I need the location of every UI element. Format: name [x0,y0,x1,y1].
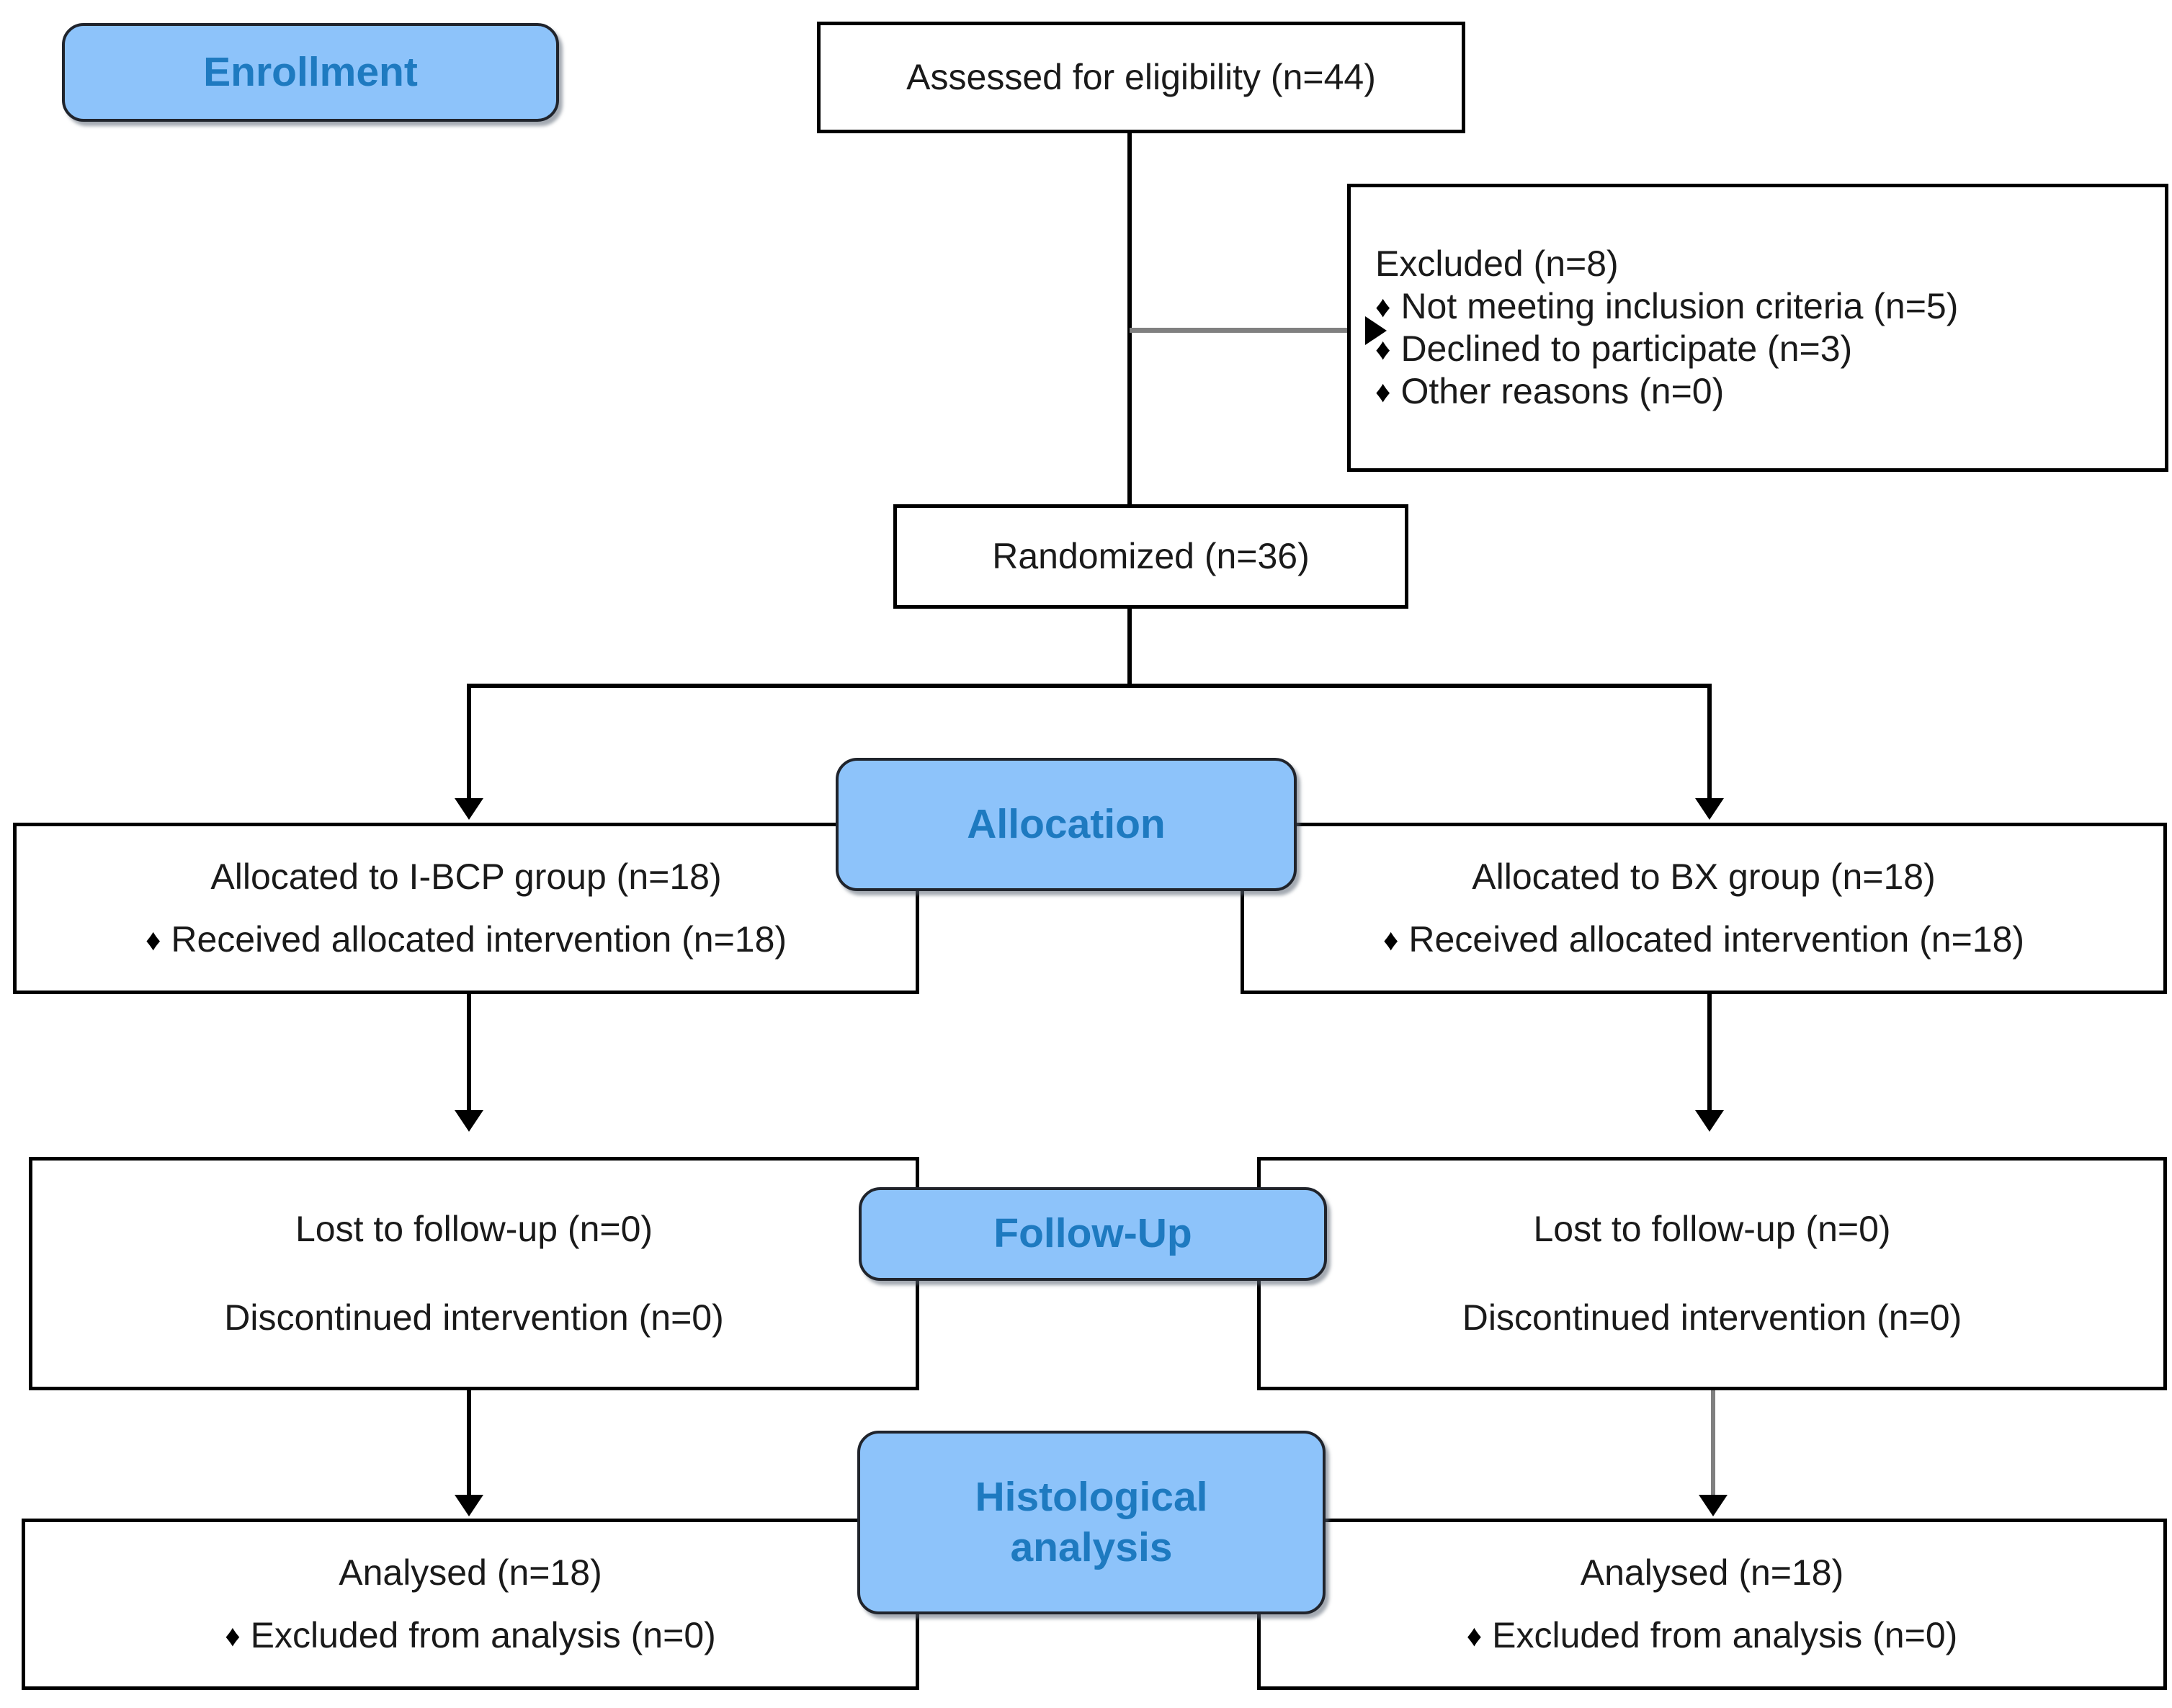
diamond-bullet-icon: ♦ [1375,290,1391,323]
stage-label: Histological analysis [975,1473,1208,1570]
box-allocated-bx: Allocated to BX group (n=18) ♦ Received a… [1241,823,2167,994]
bullet-text: Excluded from analysis (n=0) [1492,1615,1958,1655]
arrowhead-followup-right [1695,1110,1724,1132]
bullet-text: Declined to participate (n=3) [1400,328,1853,369]
arrowhead-analysed-right [1699,1495,1728,1516]
connector-followup-right-to-analysed [1711,1390,1715,1502]
stage-pill-follow-up: Follow-Up [859,1187,1327,1281]
arrowhead-alloc-left [455,798,483,820]
box-line-bulleted: ♦ Excluded from analysis (n=0) [44,1614,897,1657]
box-line: Assessed for eligibility (n=44) [906,57,1376,97]
box-line: Allocated to BX group (n=18) [1472,857,1936,897]
box-followup-ibcp: Lost to follow-up (n=0) Discontinued int… [29,1157,919,1390]
box-line: Randomized (n=36) [992,536,1310,576]
arrowhead-followup-left [455,1110,483,1132]
box-line-bulleted: ♦ Received allocated intervention (n=18) [35,918,897,961]
box-line-bulleted: ♦ Excluded from analysis (n=0) [1279,1614,2145,1657]
stage-label: Enrollment [203,48,418,95]
diamond-bullet-icon: ♦ [1375,375,1391,408]
box-allocated-ibcp: Allocated to I-BCP group (n=18) ♦ Receive… [13,823,919,994]
diamond-bullet-icon: ♦ [1382,923,1399,957]
box-excluded: Excluded (n=8) ♦ Not meeting inclusion cr… [1347,184,2168,472]
connector-followup-left-to-analysed [467,1390,471,1502]
box-analysed-ibcp: Analysed (n=18) ♦ Excluded from analysis … [22,1519,919,1690]
stage-label: Follow-Up [993,1210,1192,1257]
box-line-bulleted: ♦Declined to participate (n=3) [1375,328,2140,370]
box-analysed-bx: Analysed (n=18) ♦ Excluded from analysis … [1257,1519,2167,1690]
box-randomized: Randomized (n=36) [893,504,1408,609]
stage-label: Allocation [967,800,1166,847]
box-followup-bx: Lost to follow-up (n=0) Discontinued int… [1257,1157,2167,1390]
connector-assessed-to-randomized [1127,133,1132,504]
connector-alloc-left-to-followup [467,991,471,1117]
box-line: Allocated to I-BCP group (n=18) [210,857,722,897]
connector-randomized-down [1127,609,1132,688]
box-line-bulleted: ♦ Not meeting inclusion criteria (n=5) [1375,285,2140,328]
box-line: Excluded (n=8) [1375,243,1619,284]
bullet-text: Other reasons (n=0) [1400,371,1725,411]
connector-allocation-split-bar [467,684,1712,688]
connector-assessed-to-excluded [1130,328,1371,333]
box-line-bulleted: ♦ Received allocated intervention (n=18) [1263,918,2145,961]
connector-split-left-down [467,684,471,805]
box-assessed-for-eligibility: Assessed for eligibility (n=44) [817,22,1465,133]
connector-alloc-right-to-followup [1707,991,1712,1117]
box-line: Lost to follow-up (n=0) [295,1209,653,1249]
stage-pill-allocation: Allocation [836,758,1297,891]
arrowhead-alloc-right [1695,798,1724,820]
diamond-bullet-icon: ♦ [1466,1619,1483,1653]
arrowhead-to-excluded [1365,316,1387,345]
box-line: Lost to follow-up (n=0) [1533,1209,1891,1249]
bullet-text: Not meeting inclusion criteria (n=5) [1400,286,1959,326]
bullet-text: Received allocated intervention (n=18) [1408,919,2025,960]
bullet-text: Received allocated intervention (n=18) [171,919,787,960]
box-line: Analysed (n=18) [1580,1552,1844,1593]
box-line: Discontinued intervention (n=0) [224,1297,724,1338]
diamond-bullet-icon: ♦ [225,1619,241,1653]
arrowhead-analysed-left [455,1495,483,1516]
bullet-text: Excluded from analysis (n=0) [250,1615,716,1655]
box-line-bulleted: ♦ Other reasons (n=0) [1375,370,2140,413]
diamond-bullet-icon: ♦ [145,923,161,957]
box-line: Discontinued intervention (n=0) [1462,1297,1962,1338]
stage-pill-histological-analysis: Histological analysis [857,1431,1326,1614]
stage-pill-enrollment: Enrollment [62,23,559,122]
box-line: Analysed (n=18) [339,1552,602,1593]
connector-split-right-down [1707,684,1712,805]
